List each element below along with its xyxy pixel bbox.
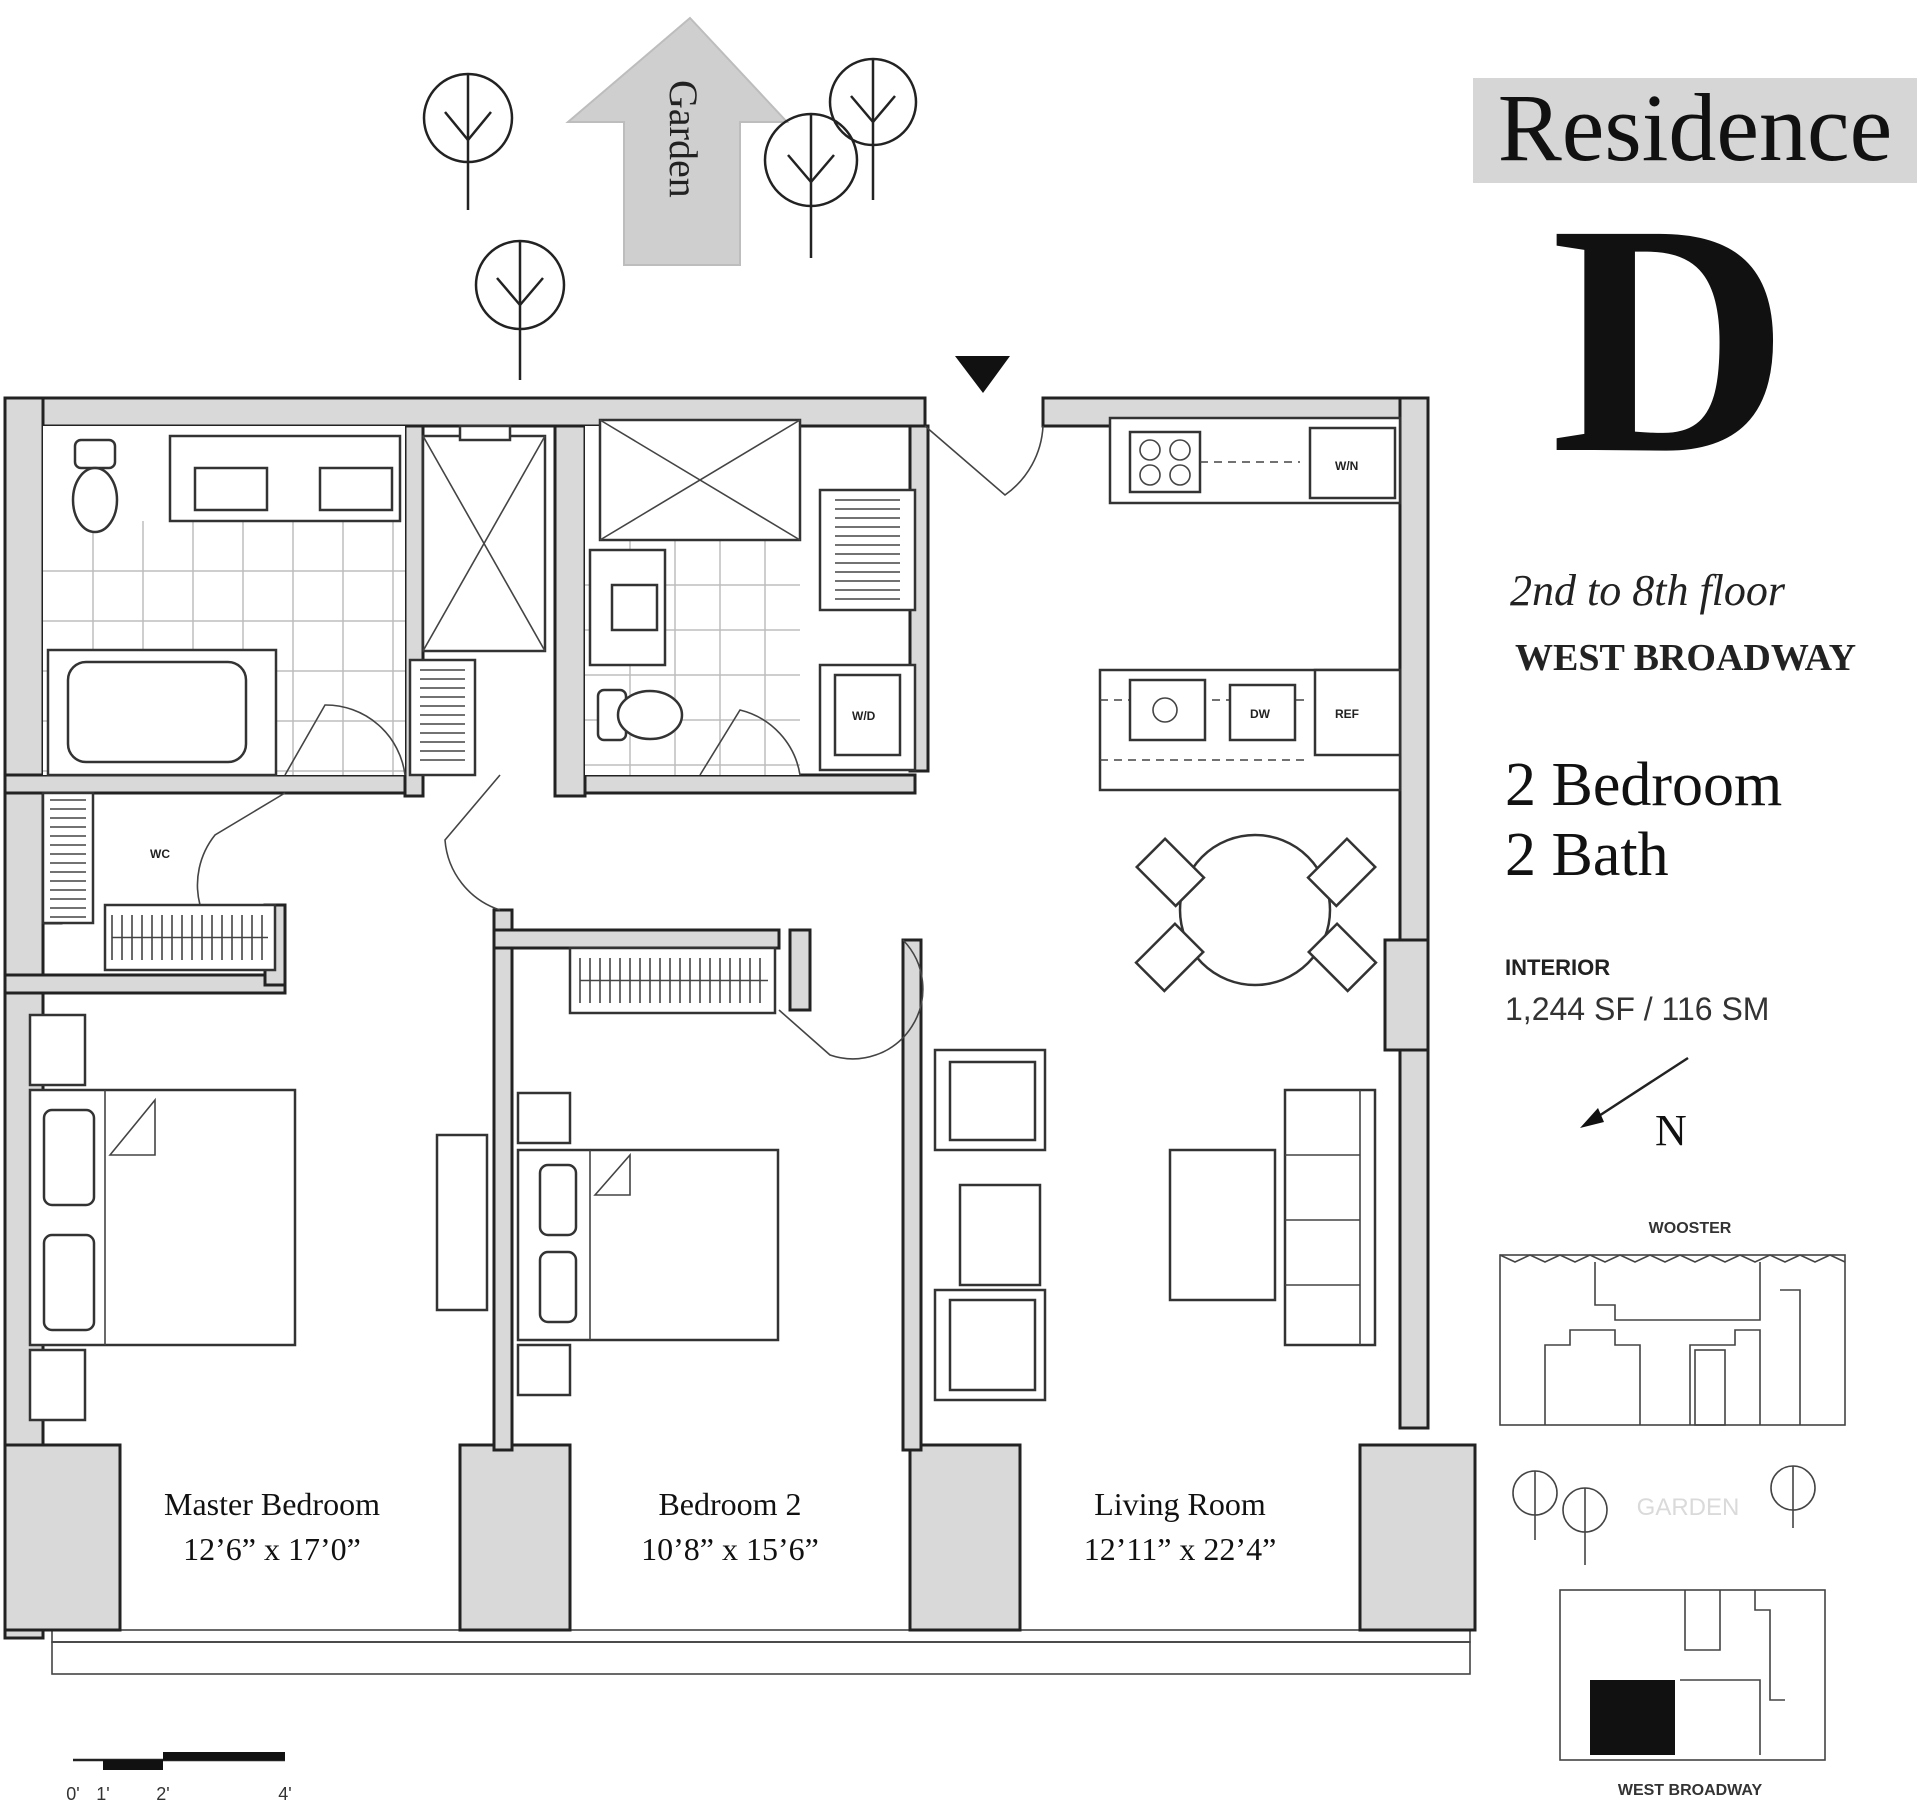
tree-icon-3 bbox=[828, 57, 918, 200]
bedroom-count: 2 Bedroom bbox=[1505, 751, 1782, 819]
north-arrow-icon: N bbox=[1580, 1056, 1689, 1155]
tree-icon-4 bbox=[763, 112, 859, 258]
master-dresser bbox=[435, 1133, 489, 1312]
pier bbox=[1358, 1443, 1477, 1632]
master-toilet-icon bbox=[71, 438, 119, 534]
room-label-bedroom2: Bedroom 2 10’8” x 15’6” bbox=[641, 1486, 819, 1567]
refrigerator-label: REF bbox=[1335, 707, 1359, 721]
room-name: Bedroom 2 bbox=[658, 1486, 801, 1522]
floor-range: 2nd to 8th floor bbox=[1510, 566, 1786, 615]
scale-tick: 2' bbox=[156, 1784, 169, 1804]
keyplan-tree-icon bbox=[1770, 1465, 1816, 1528]
interior-area: 1,244 SF / 116 SM bbox=[1505, 991, 1769, 1027]
key-plan: WOOSTER GARDEN WEST BROADWAY bbox=[1499, 1220, 1846, 1799]
bedroom2-bed bbox=[516, 1091, 780, 1397]
room-dims: 12’11” x 22’4” bbox=[1084, 1531, 1277, 1567]
master-vanity bbox=[168, 434, 402, 523]
kitchen-top-counter: W/N bbox=[1108, 416, 1402, 505]
wd-label: W/D bbox=[852, 709, 876, 723]
dining-table bbox=[1134, 833, 1378, 993]
washer-dryer: W/D bbox=[818, 663, 917, 772]
bath-count: 2 Bath bbox=[1505, 821, 1669, 889]
hall-door bbox=[444, 774, 501, 911]
master-closet-door bbox=[196, 792, 286, 906]
tree-icon-2 bbox=[474, 239, 566, 380]
residence-letter: D bbox=[1551, 157, 1789, 522]
keyplan-tree-icon bbox=[1512, 1470, 1558, 1540]
room-name: Master Bedroom bbox=[164, 1486, 380, 1522]
master-bed bbox=[28, 1013, 297, 1422]
entry-marker-icon bbox=[955, 356, 1010, 393]
residence-title: Residence bbox=[1498, 74, 1893, 181]
linen-closet bbox=[408, 658, 477, 777]
bedroom2-closet bbox=[568, 946, 777, 1015]
residence-highlight bbox=[1473, 78, 1917, 183]
interior-label: INTERIOR bbox=[1505, 955, 1610, 980]
street-name: WEST BROADWAY bbox=[1515, 637, 1856, 679]
north-label: N bbox=[1655, 1106, 1687, 1155]
room-name: Living Room bbox=[1094, 1486, 1266, 1522]
keyplan-unit-highlight bbox=[1590, 1680, 1675, 1755]
scale-bar: 0' 1' 2' 4' bbox=[66, 1752, 292, 1804]
kitchen-island-counter: DW REF bbox=[1098, 668, 1402, 792]
room-dims: 12’6” x 17’0” bbox=[183, 1531, 361, 1567]
living-room-furniture bbox=[933, 1048, 1377, 1402]
master-tub-icon bbox=[46, 648, 278, 777]
keyplan-bottom-street: WEST BROADWAY bbox=[1618, 1782, 1763, 1799]
keyplan-tree-icon bbox=[1562, 1487, 1608, 1565]
scale-tick: 0' bbox=[66, 1784, 79, 1804]
pier bbox=[908, 1443, 1022, 1632]
master-shower bbox=[421, 424, 547, 653]
second-shower bbox=[598, 418, 802, 542]
entry-door[interactable] bbox=[924, 425, 1044, 497]
room-label-master: Master Bedroom 12’6” x 17’0” bbox=[164, 1486, 380, 1567]
master-bath-door bbox=[284, 704, 406, 776]
scale-tick: 1' bbox=[96, 1784, 109, 1804]
scale-tick: 4' bbox=[278, 1784, 291, 1804]
room-label-living: Living Room 12’11” x 22’4” bbox=[1084, 1486, 1277, 1567]
garden-arrow-label: Garden bbox=[661, 80, 706, 198]
second-vanity bbox=[588, 548, 667, 667]
keyplan-top-street: WOOSTER bbox=[1649, 1220, 1732, 1237]
bedroom2-door bbox=[778, 939, 924, 1060]
garden-arrow: Garden bbox=[565, 16, 790, 266]
dishwasher-label: DW bbox=[1250, 707, 1271, 721]
wine-fridge-label: W/N bbox=[1335, 459, 1358, 473]
pier bbox=[458, 1443, 572, 1632]
wc-label: WC bbox=[150, 847, 170, 861]
second-bath-door bbox=[699, 709, 801, 776]
master-closet: WC bbox=[41, 791, 277, 972]
room-dims: 10’8” x 15’6” bbox=[641, 1531, 819, 1567]
second-toilet-icon bbox=[596, 688, 684, 742]
pier bbox=[3, 1443, 122, 1632]
keyplan-garden: GARDEN bbox=[1637, 1494, 1740, 1521]
tree-icon-1 bbox=[422, 72, 514, 210]
hall-closet bbox=[818, 488, 917, 612]
